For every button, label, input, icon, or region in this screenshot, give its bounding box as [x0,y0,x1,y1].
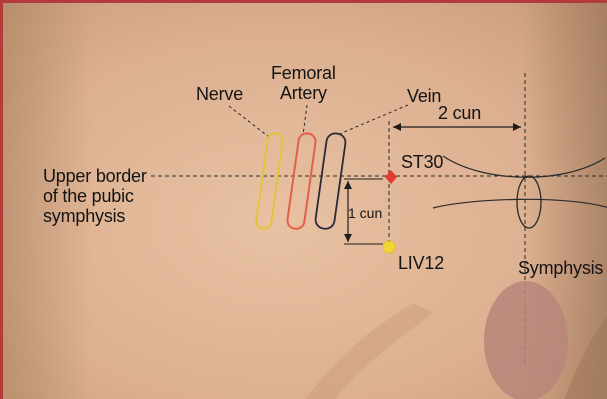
liv12-point-marker [383,241,395,253]
one-cun-label: 1 cun [348,204,382,223]
femoral-artery-label-line1: Femoral [271,64,336,83]
femoral-artery-label-line2: Artery [280,84,327,103]
upper-border-label-line3: symphysis [43,207,125,226]
vein-label: Vein [407,87,441,106]
symphysis-label: Symphysis [518,259,603,278]
nerve-label: Nerve [196,85,243,104]
liv12-label: LIV12 [398,254,444,273]
upper-border-label-line1: Upper border [43,167,147,186]
st30-label: ST30 [401,153,443,172]
upper-border-label-line2: of the pubic [43,187,134,206]
genital-shadow [484,281,568,399]
two-cun-label: 2 cun [438,104,481,123]
